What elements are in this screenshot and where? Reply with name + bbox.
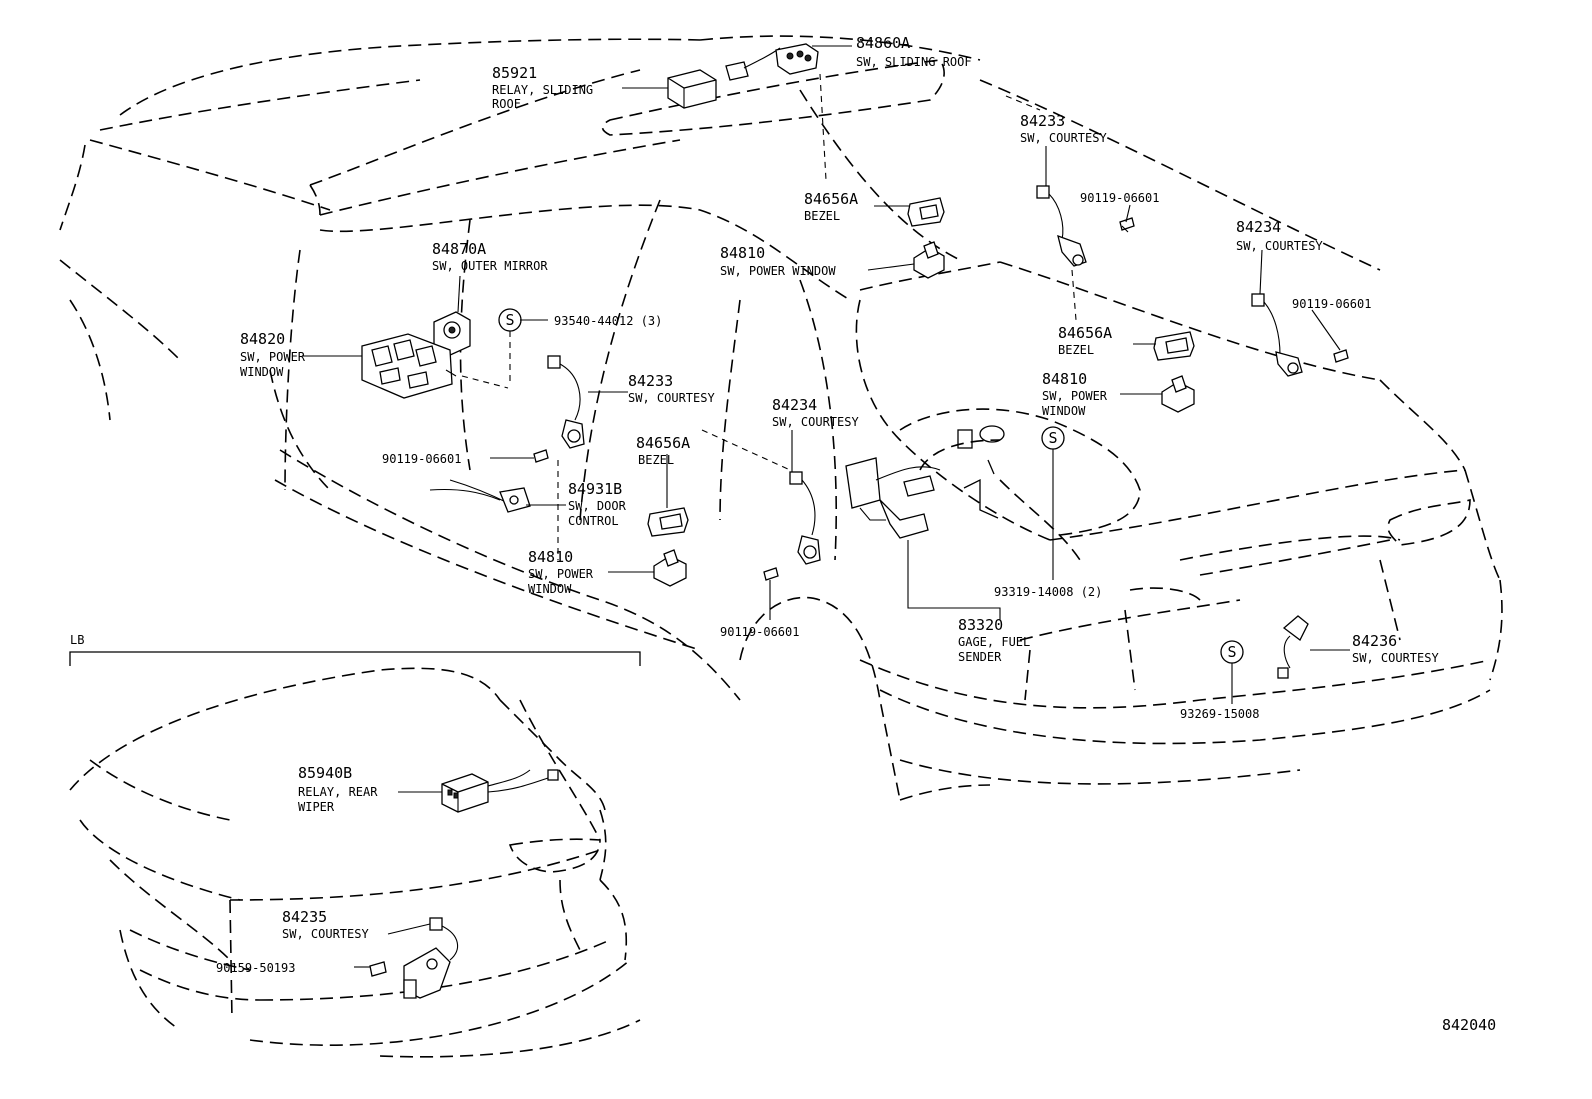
callout-84931b-part: 84931B xyxy=(568,480,622,498)
callout-85921-desc-2: ROOF xyxy=(492,97,521,111)
callout-84234-mid-part: 84234 xyxy=(772,396,817,414)
inset-callout-84235-desc: SW, COURTESY xyxy=(282,927,369,941)
callout-84656a-right-part: 84656A xyxy=(1058,324,1112,342)
relay-sliding-roof-part xyxy=(667,47,781,109)
inset-lb: LB xyxy=(69,633,641,1058)
power-window-switch-top-part xyxy=(913,241,945,279)
callout-84810-right-desc-2: WINDOW xyxy=(1042,404,1086,418)
callout-84234-right-desc: SW, COURTESY xyxy=(1236,239,1323,253)
sliding-roof-switch-part xyxy=(775,43,819,75)
callout-84870a-desc: SW, OUTER MIRROR xyxy=(432,259,548,273)
courtesy-switch-mid-part xyxy=(789,471,821,565)
callout-84234-right-part: 84234 xyxy=(1236,218,1281,236)
screw-marker-left: S xyxy=(498,308,522,332)
courtesy-switch-top-part xyxy=(1036,185,1087,267)
courtesy-switch-inset-part xyxy=(403,917,459,999)
screw-marker-left-text: S xyxy=(505,311,514,329)
inset-car-outline xyxy=(69,667,641,1058)
callout-83320-desc-1: GAGE, FUEL xyxy=(958,635,1030,649)
bezel-top-part xyxy=(907,197,945,227)
callout-93319-part: 93319-14008 (2) xyxy=(994,585,1102,599)
callout-84810-right-desc-1: SW, POWER xyxy=(1042,389,1108,403)
fuel-sender-part xyxy=(845,457,941,539)
callout-84236-desc: SW, COURTESY xyxy=(1352,651,1439,665)
callout-84810-mid-part: 84810 xyxy=(528,548,573,566)
courtesy-switch-trunk-part xyxy=(1277,615,1309,679)
screw-marker-bottom-text: S xyxy=(1227,643,1236,661)
callout-93269-part: 93269-15008 xyxy=(1180,707,1259,721)
door-control-switch-part xyxy=(429,479,531,513)
callout-84236-part: 84236 xyxy=(1352,632,1397,650)
callout-84233-left-desc: SW, COURTESY xyxy=(628,391,715,405)
callout-83320-desc-2: SENDER xyxy=(958,650,1002,664)
outer-mirror-switch-part xyxy=(433,311,471,357)
courtesy-switch-right-part xyxy=(1251,293,1303,377)
screw-90159-part xyxy=(369,961,387,977)
callout-84233-top-desc: SW, COURTESY xyxy=(1020,131,1107,145)
main-callout-labels: 85921 RELAY, SLIDING ROOF 84860A SW, SLI… xyxy=(240,34,1439,721)
screw-marker-right: S xyxy=(1041,426,1065,450)
leader-84235 xyxy=(387,923,431,935)
callout-84656a-mid-desc: BEZEL xyxy=(638,453,674,467)
screw-marker-bottom: S xyxy=(1220,640,1244,664)
callout-84931b-desc-1: SW, DOOR xyxy=(568,499,627,513)
figure-number: 842040 xyxy=(1442,1016,1496,1034)
inset-callout-84235-part: 84235 xyxy=(282,908,327,926)
callout-84656a-top-desc: BEZEL xyxy=(804,209,840,223)
callout-93540-part: 93540-44012 (3) xyxy=(554,314,662,328)
callout-84233-top-part: 84233 xyxy=(1020,112,1065,130)
inset-callout-90159-part: 90159-50193 xyxy=(216,961,295,975)
callout-84810-top-part: 84810 xyxy=(720,244,765,262)
screw-90119-left-part xyxy=(533,449,549,463)
inset-bracket xyxy=(69,651,641,666)
screw-90119-top-part xyxy=(1119,217,1135,233)
callout-84870a-part: 84870A xyxy=(432,240,486,258)
callout-84233-left-part: 84233 xyxy=(628,372,673,390)
callout-83320-part: 83320 xyxy=(958,616,1003,634)
callout-85921-desc-1: RELAY, SLIDING xyxy=(492,83,593,97)
bezel-right-part xyxy=(1153,331,1195,361)
callout-90119-left-part: 90119-06601 xyxy=(382,452,461,466)
callout-84931b-desc-2: CONTROL xyxy=(568,514,619,528)
callout-84656a-mid-part: 84656A xyxy=(636,434,690,452)
callout-84234-mid-desc: SW, COURTESY xyxy=(772,415,859,429)
fuel-filler-area xyxy=(957,425,1005,519)
callout-84810-top-desc: SW, POWER WINDOW xyxy=(720,264,836,278)
car-body-outline xyxy=(59,35,1503,801)
callout-84810-mid-desc-1: SW, POWER xyxy=(528,567,594,581)
callout-84656a-top-part: 84656A xyxy=(804,190,858,208)
screw-marker-right-text: S xyxy=(1048,429,1057,447)
callout-90119-right-part: 90119-06601 xyxy=(1292,297,1371,311)
inset-label: LB xyxy=(70,633,84,647)
screw-90119-mid-part xyxy=(763,567,779,581)
callout-84810-right-part: 84810 xyxy=(1042,370,1087,388)
callout-85921-part: 85921 xyxy=(492,64,537,82)
power-window-switch-mid-part xyxy=(653,549,687,587)
leader-lines xyxy=(302,45,1350,704)
callout-84810-mid-desc-2: WINDOW xyxy=(528,582,572,596)
inset-callout-85940b-part: 85940B xyxy=(298,764,352,782)
callout-84656a-right-desc: BEZEL xyxy=(1058,343,1094,357)
callout-84820-part: 84820 xyxy=(240,330,285,348)
courtesy-switch-left-part xyxy=(547,355,585,449)
parts-drawings: S xyxy=(361,43,1349,679)
screw-90119-right-part xyxy=(1333,349,1349,363)
relay-rear-wiper-part xyxy=(441,769,559,813)
callout-90119-mid-part: 90119-06601 xyxy=(720,625,799,639)
inset-callout-85940b-desc-1: RELAY, REAR xyxy=(298,785,378,799)
power-window-master-switch-part xyxy=(361,333,457,399)
callout-84820-desc-1: SW, POWER xyxy=(240,350,306,364)
bezel-mid-part xyxy=(647,507,689,537)
callout-90119-top-part: 90119-06601 xyxy=(1080,191,1159,205)
power-window-switch-right-part xyxy=(1161,375,1195,413)
callout-84860a-part: 84860A xyxy=(856,34,910,52)
callout-84820-desc-2: WINDOW xyxy=(240,365,284,379)
callout-84860a-desc: SW, SLIDING ROOF xyxy=(856,55,972,69)
inset-callout-85940b-desc-2: WIPER xyxy=(298,800,335,814)
